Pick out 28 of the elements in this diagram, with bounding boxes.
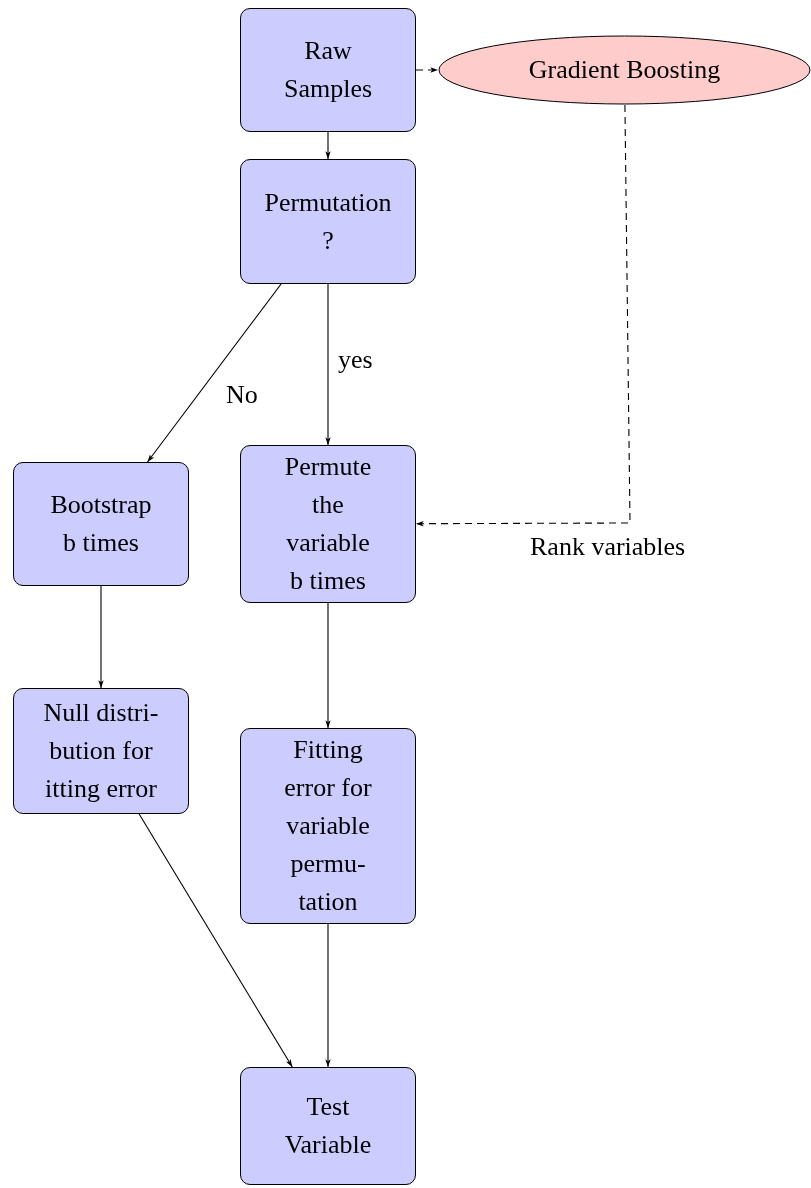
process-box <box>240 159 416 284</box>
node-text: Permute the variable b times <box>283 451 373 597</box>
node-text: Raw Samples <box>282 35 374 105</box>
process-box <box>240 728 416 924</box>
arrow <box>98 585 104 689</box>
edge-label: No <box>226 380 258 410</box>
edge-label: yes <box>338 345 373 375</box>
node-text: Bootstrap b times <box>49 489 153 559</box>
arrow <box>415 104 631 527</box>
ellipse-node <box>438 35 811 105</box>
node-text: Fitting error for variable permu- tation <box>283 734 373 918</box>
process-box <box>240 445 416 603</box>
process-box <box>240 8 416 132</box>
arrow <box>325 131 331 160</box>
process-box <box>13 462 189 586</box>
arrow <box>325 602 331 729</box>
node-text: Permutation ? <box>263 186 393 257</box>
edge-label: Rank variables <box>530 532 686 562</box>
process-box <box>240 1067 416 1185</box>
arrow <box>325 923 331 1068</box>
arrow <box>415 67 439 73</box>
node-text: Null distri- bution for itting error <box>42 697 160 805</box>
node-text: Test Variable <box>283 1091 373 1161</box>
arrow <box>138 813 293 1068</box>
arrow <box>147 283 282 463</box>
arrow <box>325 283 331 446</box>
process-box <box>13 688 189 814</box>
node-text: Gradient Boosting <box>527 54 722 86</box>
